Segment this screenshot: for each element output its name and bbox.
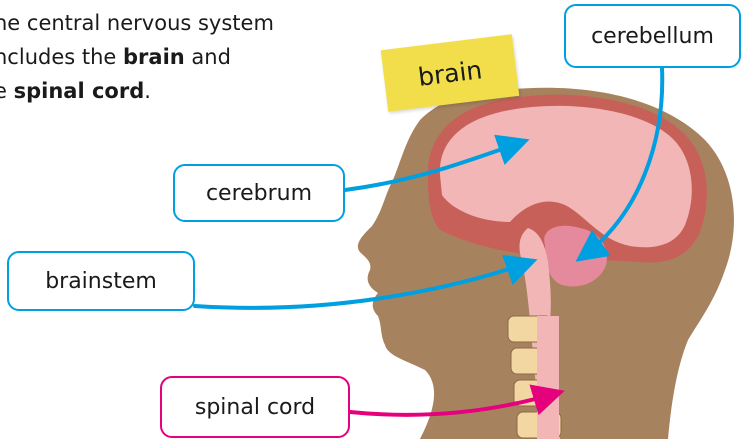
brainstem-label-text: brainstem xyxy=(45,269,157,294)
intro-line-2-end: and xyxy=(185,45,231,69)
intro-brain-bold: brain xyxy=(123,45,185,69)
intro-line-3-start: e xyxy=(0,79,14,103)
intro-line-1: he central nervous system xyxy=(0,6,274,40)
cerebellum-label: cerebellum xyxy=(564,4,741,68)
brain-sticky-label: brain xyxy=(416,55,483,92)
intro-spinal-cord-bold: spinal cord xyxy=(14,79,145,103)
cerebellum-label-text: cerebellum xyxy=(591,24,714,49)
intro-line-2: ncludes the brain and xyxy=(0,40,231,74)
brainstem-label: brainstem xyxy=(7,251,195,311)
intro-line-3-end: . xyxy=(144,79,151,103)
intro-line-3: e spinal cord. xyxy=(0,74,151,108)
spinal-cord-label: spinal cord xyxy=(160,376,350,438)
intro-line-2-start: ncludes the xyxy=(0,45,123,69)
cerebrum-label: cerebrum xyxy=(173,164,345,222)
spinal-cord-label-text: spinal cord xyxy=(195,395,315,420)
spinal-cord-overlay xyxy=(537,316,559,439)
cerebrum-label-text: cerebrum xyxy=(206,181,312,206)
